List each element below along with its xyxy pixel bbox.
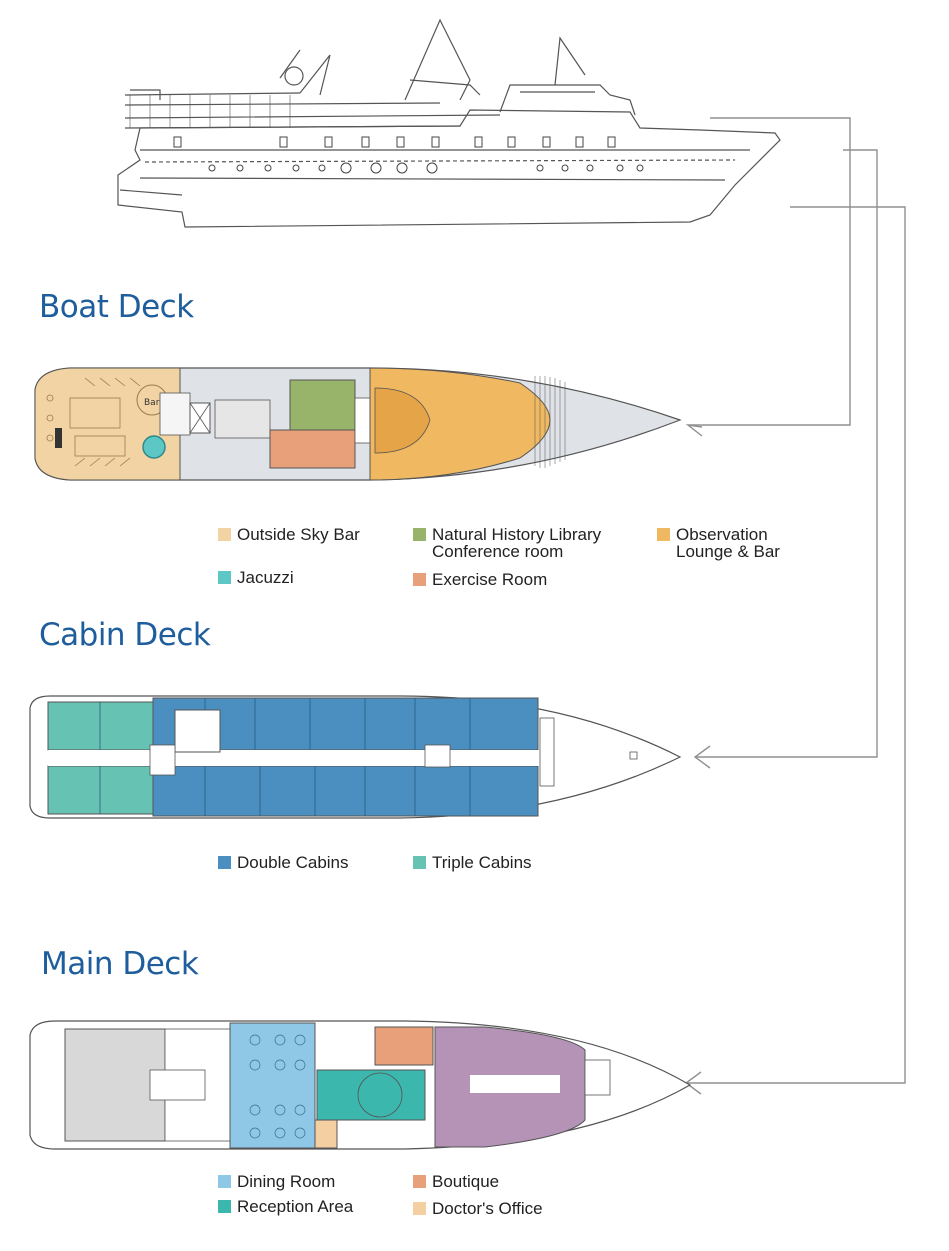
- central-corridor: [48, 750, 548, 766]
- legend-label: Exercise Room: [432, 570, 548, 589]
- sky-bar-furniture: [46, 377, 141, 467]
- arrow-boat-deck: [688, 117, 851, 426]
- legend-label: Jacuzzi: [237, 568, 294, 587]
- boutique: [374, 1026, 434, 1066]
- main-deck-plan: [29, 1020, 692, 1150]
- fore-deck-planking: [534, 376, 566, 468]
- cabin-deck-plan: [29, 695, 682, 819]
- arrow-main-deck: [686, 206, 906, 1084]
- legend-label: Outside Sky Bar: [237, 525, 360, 544]
- legend-reception-area: Reception Area: [218, 1198, 353, 1215]
- stair-block: [149, 1069, 206, 1101]
- funnel: [409, 79, 481, 96]
- dining-room: [229, 1022, 316, 1149]
- outside-sky-bar-area: [34, 367, 181, 481]
- anchor-hatch: [629, 751, 638, 760]
- cabin-windows: [173, 136, 616, 148]
- swatch-boutique: [413, 1175, 426, 1188]
- main-sail: [404, 18, 471, 101]
- natural-history-library: [289, 379, 356, 433]
- legend-exercise: Exercise Room: [413, 571, 547, 588]
- swatch-double-cabins: [218, 856, 231, 869]
- main-deck-title: Main Deck: [41, 946, 199, 982]
- jacuzzi-pool: [142, 435, 166, 459]
- bridge-house: [499, 84, 636, 116]
- legend-label: Dining Room: [237, 1172, 336, 1191]
- rail-posts: [129, 95, 291, 128]
- elevator-x: [189, 402, 211, 434]
- arrowhead-cabin-deck: [693, 745, 711, 769]
- legend-label: Doctor's Office: [432, 1199, 543, 1218]
- ship-profile-lines: [117, 18, 781, 228]
- ship-profile: [117, 18, 781, 228]
- stair-block: [159, 392, 191, 436]
- deck-line-dashed: [144, 159, 736, 163]
- swatch-doctors-office: [413, 1202, 426, 1215]
- legend-outside-sky-bar: Outside Sky Bar: [218, 526, 360, 543]
- stern-step: [119, 189, 183, 196]
- swatch-library: [413, 528, 426, 541]
- legend-label: Natural History Library Conference room: [432, 525, 602, 561]
- exercise-room: [269, 429, 356, 469]
- swatch-exercise: [413, 573, 426, 586]
- doctors-office: [314, 1119, 338, 1149]
- radar-dome: [284, 66, 304, 86]
- legend-triple-cabins: Triple Cabins: [413, 854, 532, 871]
- legend-dining-room: Dining Room: [218, 1173, 335, 1190]
- hull-outline: [117, 109, 781, 228]
- triple-cabins-lower: [47, 765, 154, 815]
- aft-mast: [279, 49, 331, 96]
- dining-tables: [249, 1034, 306, 1139]
- elevator-box: [149, 744, 176, 776]
- swatch-observation: [657, 528, 670, 541]
- legend-double-cabins: Double Cabins: [218, 854, 349, 871]
- cabin-dividers: [99, 698, 471, 816]
- portholes: [208, 162, 644, 174]
- legend-boutique: Boutique: [413, 1173, 499, 1190]
- legend-label: Reception Area: [237, 1197, 354, 1216]
- boat-deck-title: Boat Deck: [39, 289, 194, 325]
- fore-storage: [539, 717, 555, 787]
- fore-stair: [424, 744, 451, 768]
- legend-library: Natural History Library Conference room: [413, 526, 601, 560]
- swatch-jacuzzi: [218, 571, 231, 584]
- legend-label: Triple Cabins: [432, 853, 532, 872]
- swatch-reception-area: [218, 1200, 231, 1213]
- observation-bar: [374, 387, 431, 454]
- triple-cabins-upper: [47, 701, 154, 751]
- reception-stair: [357, 1072, 403, 1118]
- bar-label: Bar: [144, 398, 160, 408]
- arrowhead-boat-deck: [685, 423, 703, 437]
- aft-canopy: [130, 89, 161, 100]
- sky-bar-grill: [55, 428, 62, 448]
- fore-mast: [554, 36, 586, 86]
- cabin-deck-title: Cabin Deck: [39, 617, 211, 653]
- arrow-cabin-deck: [695, 149, 878, 758]
- double-cabins-lower: [152, 765, 539, 817]
- central-stair: [174, 709, 221, 753]
- legend-jacuzzi: Jacuzzi: [218, 569, 294, 586]
- swatch-triple-cabins: [413, 856, 426, 869]
- swatch-dining-room: [218, 1175, 231, 1188]
- chain-locker: [584, 1059, 611, 1096]
- interior-corridor: [214, 399, 271, 439]
- legend-label: Observation Lounge & Bar: [676, 525, 780, 561]
- railings: [124, 92, 501, 129]
- boat-deck-plan: Bar: [34, 367, 682, 481]
- deck-line-lower: [139, 177, 726, 181]
- legend-label: Boutique: [432, 1172, 500, 1191]
- swatch-outside-sky-bar: [218, 528, 231, 541]
- legend-doctors-office: Doctor's Office: [413, 1200, 543, 1217]
- legend-observation: Observation Lounge & Bar: [657, 526, 780, 560]
- legend-label: Double Cabins: [237, 853, 349, 872]
- fore-corridor: [470, 1075, 560, 1093]
